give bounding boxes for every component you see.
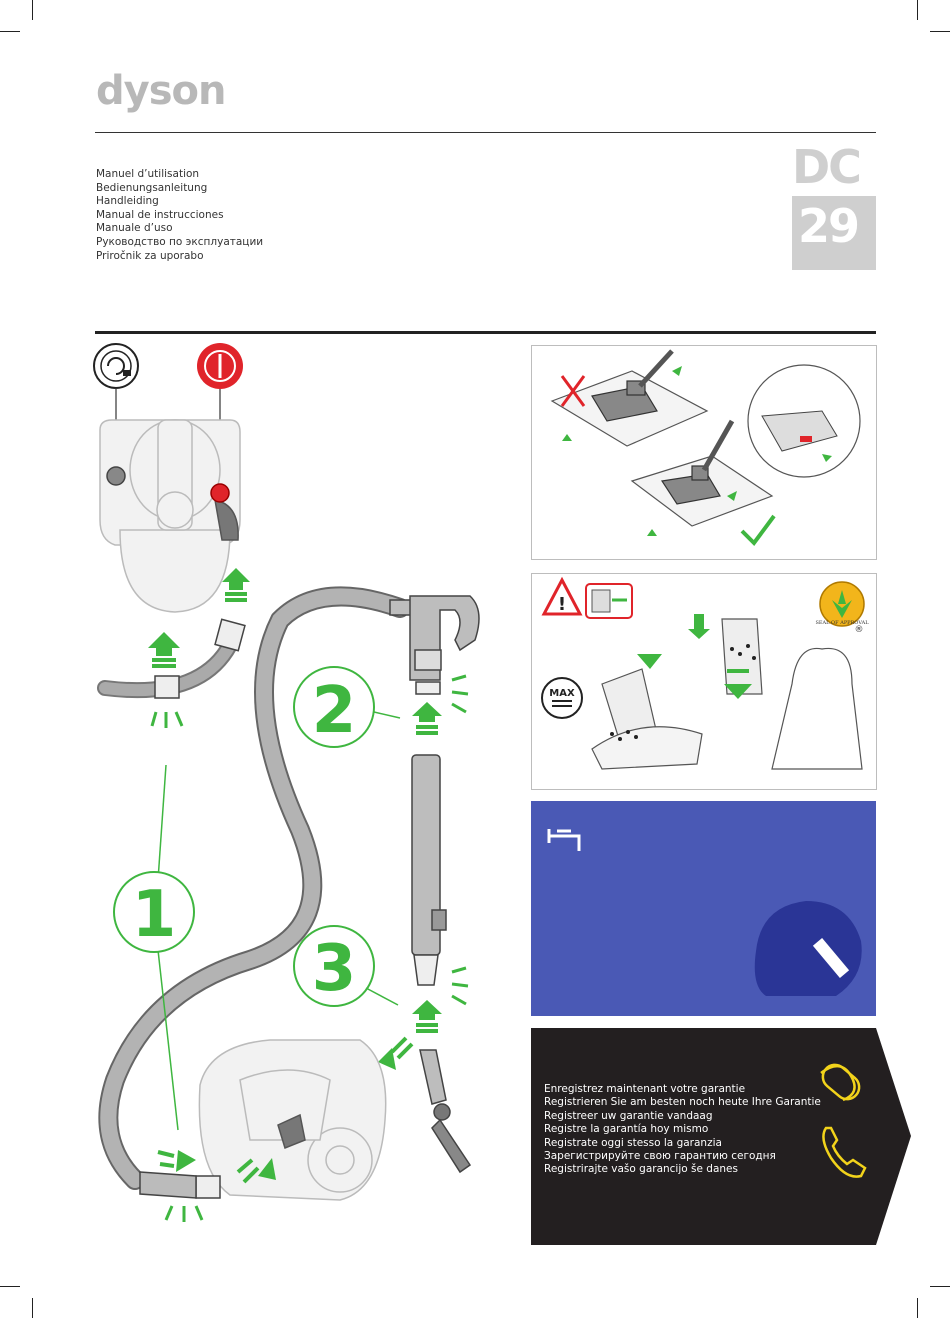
click-lines-icon — [150, 711, 184, 728]
crop-mark — [32, 0, 33, 20]
crop-mark — [930, 1286, 950, 1287]
vacuum-top-view — [99, 419, 241, 613]
step-number: 1 — [132, 878, 177, 952]
seal-text: SEAL OF APPROVAL — [815, 620, 869, 626]
bag — [771, 647, 863, 770]
floor-tool-panel — [531, 345, 877, 560]
registered-mark: ® — [855, 625, 864, 635]
step-2-badge: 2 — [293, 666, 401, 748]
max-fill-icon: MAX — [541, 677, 583, 719]
down-arrow-icon — [637, 614, 752, 699]
combination-tool — [419, 1049, 472, 1174]
svg-text:!: ! — [558, 594, 566, 615]
crop-mark — [917, 1298, 918, 1318]
warranty-registration-banner — [531, 1028, 911, 1245]
rug — [550, 370, 774, 527]
manual-title-list: Manuel d’utilisation Bedienungsanleitung… — [96, 168, 263, 263]
manual-title: Manuale d’uso — [96, 222, 173, 235]
cross-icon — [560, 375, 586, 407]
floor-head — [591, 349, 735, 505]
model-number-block: 29 — [792, 196, 876, 270]
direction-arrows — [562, 366, 832, 536]
click-lines-icon — [451, 966, 469, 1006]
seal-of-approval-badge: SEAL OF APPROVAL ® — [815, 581, 869, 635]
hose-connector — [139, 1171, 221, 1199]
manual-title: Handleiding — [96, 195, 159, 208]
crop-mark — [917, 0, 918, 20]
step-3-badge: 3 — [293, 925, 399, 1007]
main-hose — [98, 586, 410, 1190]
registration-background — [531, 1028, 911, 1245]
model-prefix: DC — [792, 140, 862, 194]
registration-line: Registrate oggi stesso la garanzia — [544, 1136, 722, 1149]
registration-line: Registre la garantía hoy mismo — [544, 1123, 709, 1136]
cord-rewind-button — [106, 466, 126, 486]
check-icon — [740, 514, 776, 547]
header-divider — [95, 132, 876, 133]
click-lines-icon — [164, 1205, 204, 1222]
bin-emptying-panel: ! MAX SEAL OF APPROVAL ® — [531, 573, 877, 790]
power-button — [210, 483, 230, 503]
click-lines-icon — [451, 674, 469, 714]
up-arrow-icon — [148, 568, 250, 668]
crop-mark — [32, 1298, 33, 1318]
wash-filter-illustration — [547, 829, 862, 996]
registration-line: Registrieren Sie am besten noch heute Ih… — [544, 1096, 821, 1109]
cord-rewind-icon — [93, 343, 139, 389]
tap-icon — [547, 829, 581, 851]
manual-title: Priročnik za uporabo — [96, 249, 204, 262]
washable-filter-panel — [531, 801, 876, 1016]
crop-mark — [930, 31, 950, 32]
step-number: 2 — [312, 674, 357, 748]
filter-silhouette — [754, 901, 862, 996]
extension-wand — [411, 754, 447, 986]
registration-line: Enregistrez maintenant votre garantie — [544, 1083, 746, 1095]
step-number: 3 — [312, 932, 357, 1006]
dyson-logo: dyson — [96, 68, 226, 114]
registration-line: Registrirajte vašo garancijo še danes — [544, 1163, 738, 1176]
registration-text: Enregistrez maintenant votre garantie Re… — [544, 1083, 821, 1177]
step-1-badge: 1 — [113, 871, 195, 953]
max-label: MAX — [549, 688, 575, 699]
crop-mark — [0, 31, 20, 32]
wand-handle — [389, 595, 480, 695]
crop-mark — [0, 1286, 20, 1287]
up-arrow-icon — [412, 1000, 442, 1033]
diagonal-arrow-icon — [157, 1150, 276, 1184]
warning-icon: ! — [541, 576, 583, 616]
up-arrow-icon — [412, 702, 442, 735]
section-divider — [95, 331, 876, 334]
bin-emptying-illustration: ! MAX SEAL OF APPROVAL ® — [541, 576, 869, 770]
manual-title: Manual de instrucciones — [96, 208, 224, 221]
mouse-icon — [820, 1063, 861, 1102]
diagonal-arrow-icon — [378, 1036, 414, 1070]
model-badge: DC 29 — [792, 142, 876, 270]
phone-icon — [822, 1126, 867, 1178]
manual-title: Руководство по эксплуатации — [96, 235, 264, 248]
manual-title: Bedienungsanleitung — [96, 181, 208, 194]
registration-line: Registreer uw garantie vandaag — [544, 1109, 713, 1122]
registration-line: Зарегистрируйте свою гарантию сегодня — [544, 1150, 776, 1163]
unplug-icon — [585, 583, 633, 619]
hose-elbow — [97, 618, 246, 699]
model-number: 29 — [798, 199, 860, 253]
assembly-illustration: 2 3 1 — [93, 343, 480, 1222]
manual-title: Manuel d’utilisation — [96, 168, 200, 180]
power-icon — [197, 343, 243, 389]
vacuum-side-view — [198, 1039, 387, 1201]
floor-tool-illustration — [550, 349, 861, 547]
